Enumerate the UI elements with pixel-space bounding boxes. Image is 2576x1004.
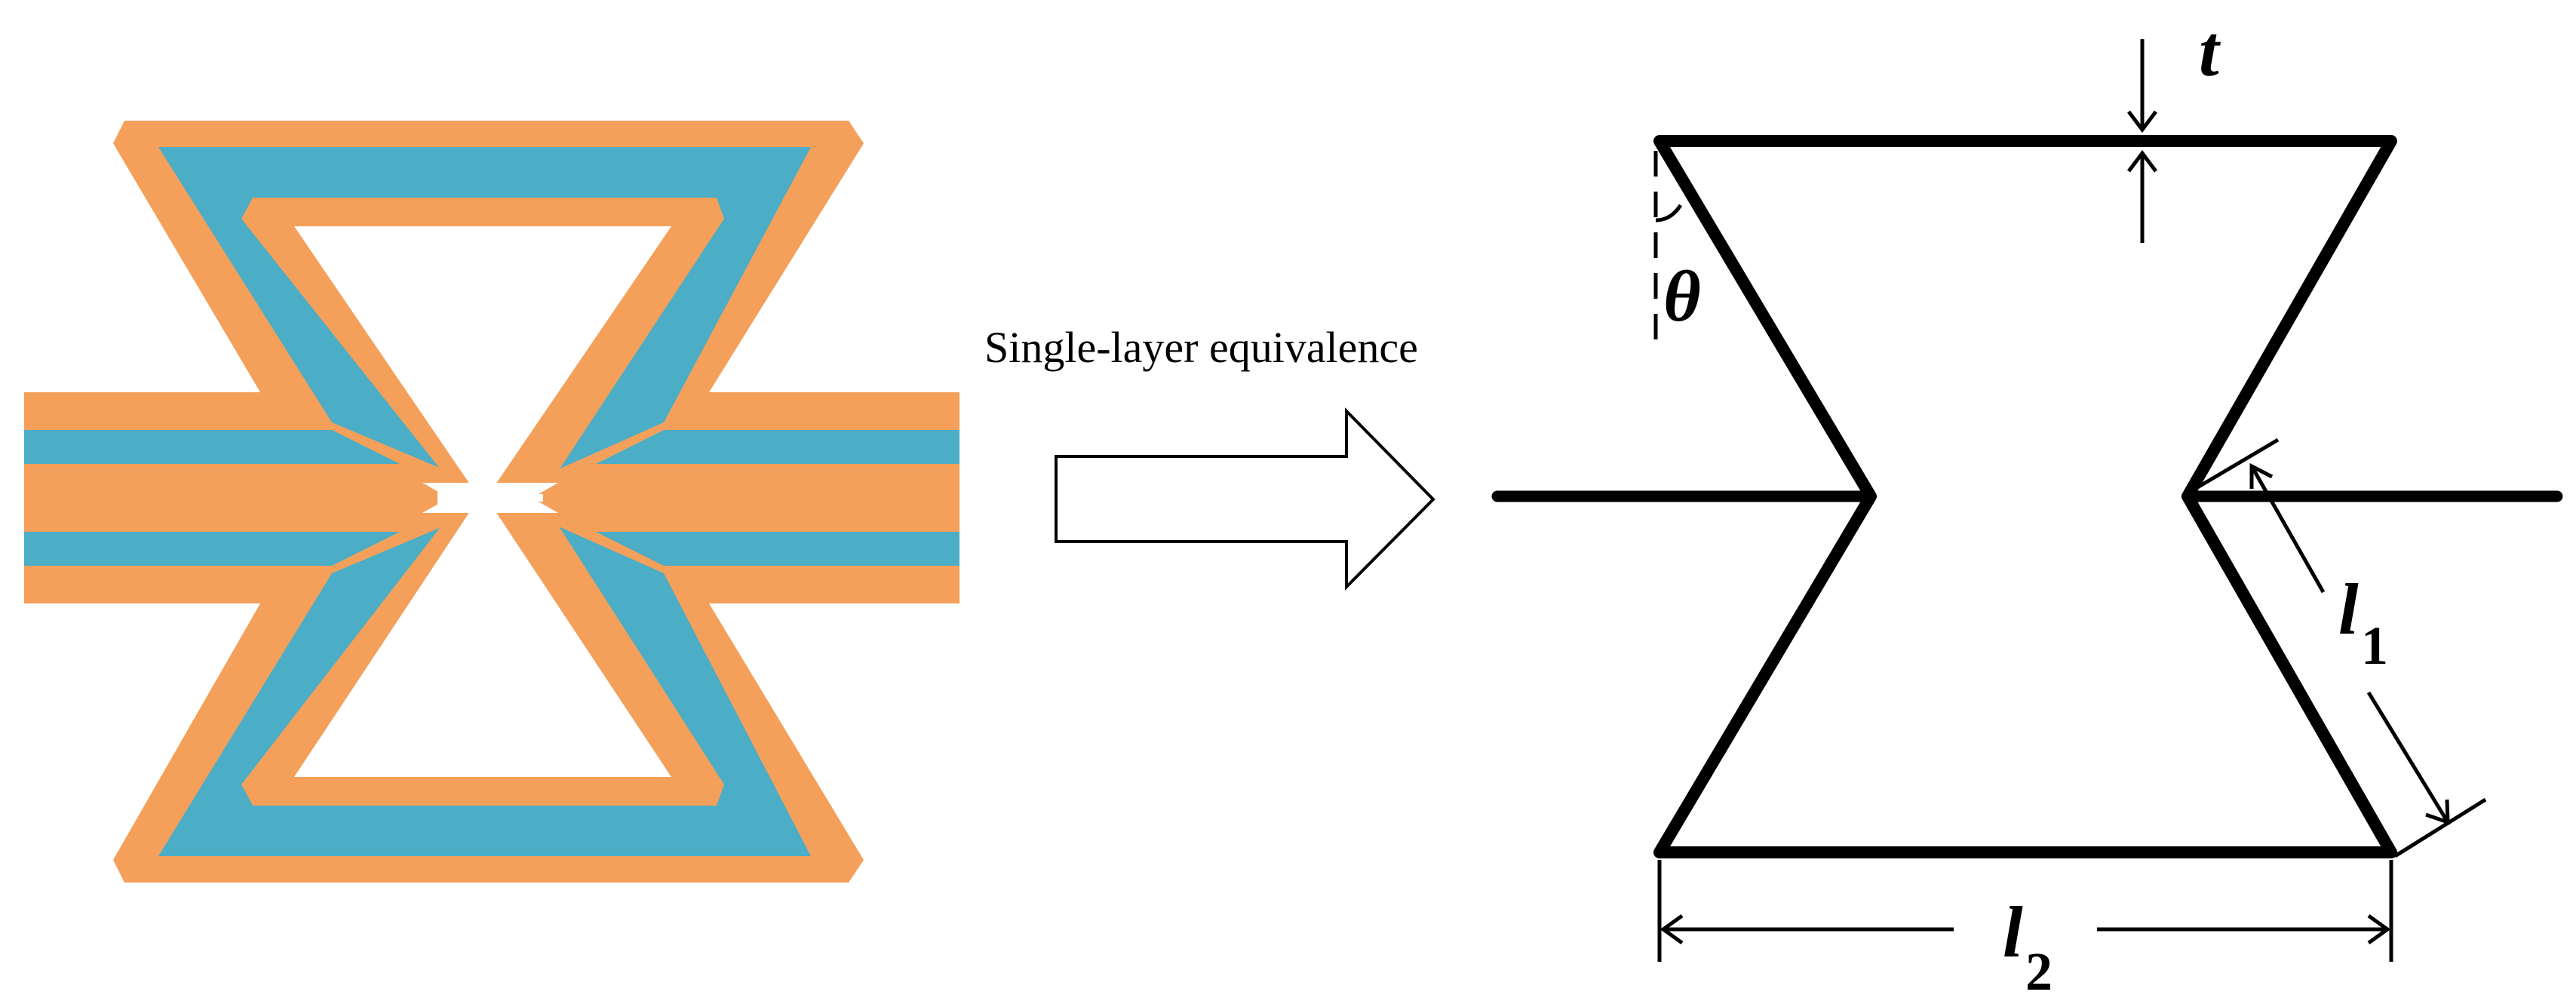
top-half-ring	[113, 121, 864, 494]
l1-lower-extension	[2393, 797, 2487, 858]
l2-label-subscript: 2	[2025, 941, 2053, 1002]
l1-dimension	[2194, 438, 2487, 858]
angle-arc	[1655, 204, 1683, 223]
l2-right-arrowhead	[2367, 913, 2391, 945]
l2-left-arrowhead	[1660, 913, 1684, 945]
angle-label: θ	[1663, 256, 1701, 336]
angle-indicator	[1653, 151, 1683, 351]
l1-label-subscript: 1	[2361, 616, 2388, 676]
right-arrow-icon	[1055, 407, 1435, 591]
top-ring-hole	[294, 226, 671, 487]
l1-label-letter: l	[2338, 569, 2359, 649]
thickness-label: t	[2199, 11, 2221, 91]
l1-upper-arrowhead	[2249, 462, 2274, 489]
single-layer-cell	[1491, 135, 2563, 858]
thickness-lower-arrowhead	[2127, 149, 2157, 173]
thickness-upper-arrowhead	[2127, 110, 2157, 134]
center-gap	[422, 483, 558, 513]
reentrant-hexagon	[1653, 135, 2397, 858]
l2-label-letter: l	[2003, 892, 2023, 972]
bottom-half-ring	[113, 502, 864, 883]
l1-lower-line	[2366, 691, 2450, 824]
l1-upper-extension	[2194, 438, 2280, 491]
l1-upper-line	[2249, 465, 2326, 594]
l2-dimension	[1657, 860, 2393, 962]
thickness-dimension	[2127, 39, 2157, 243]
caption-label: Single-layer equivalence	[984, 323, 1418, 372]
bottom-ring-hole	[294, 509, 671, 777]
bilayer-cell	[24, 121, 959, 883]
